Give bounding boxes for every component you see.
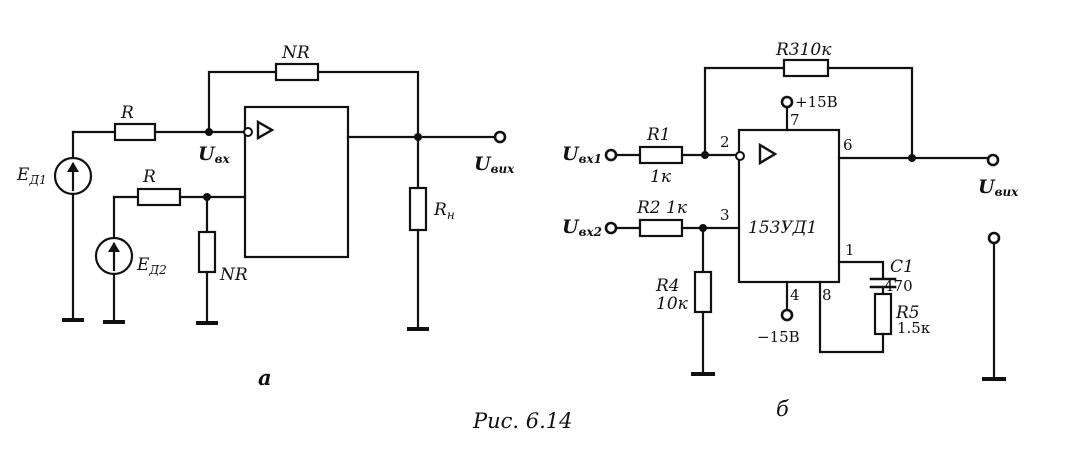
label-b-r2: R2 1к [636, 198, 688, 218]
label-b-c1-value: 470 [884, 277, 913, 295]
opamp-b-invert-bubble [735, 151, 745, 161]
label-b-supply-neg: −15B [757, 328, 800, 346]
resistor-b-r4 [693, 270, 713, 314]
label-b-output: Uвих [978, 176, 1019, 199]
label-b-pin1: 1 [845, 241, 855, 259]
circuit-b: 153УД1 [562, 40, 1019, 421]
output-terminal-b [986, 153, 1000, 167]
resistor-a-nr-ground [197, 230, 217, 274]
resistor-b-r2 [638, 218, 684, 238]
label-b-chip: 153УД1 [748, 218, 817, 238]
label-a-input: Uвх [198, 143, 230, 166]
opamp-a-symbol [256, 119, 275, 141]
label-a-subfigure: а [258, 365, 272, 390]
label-b-r4-value: 10к [656, 294, 689, 314]
label-a-r2: R [142, 167, 156, 187]
resistor-a-nr-feedback [274, 62, 320, 82]
label-b-pin4: 4 [790, 286, 800, 304]
input-terminal-b-2 [604, 221, 618, 235]
label-a-output: Uвих [474, 153, 515, 176]
resistor-a-load [408, 186, 428, 232]
label-b-r4-name: R4 [655, 276, 680, 296]
figure-caption: Рис. 6.14 [472, 409, 573, 433]
label-b-feedback: R310к [775, 40, 832, 60]
resistor-b-r1 [638, 145, 684, 165]
label-a-r1: R [120, 103, 134, 123]
supply-pos-terminal [780, 95, 794, 109]
label-b-pin3: 3 [720, 206, 730, 224]
resistor-a-r1 [113, 122, 157, 142]
opamp-b-symbol [758, 142, 778, 166]
label-b-pin6: 6 [843, 136, 853, 154]
label-b-r5-value: 1.5к [897, 319, 931, 337]
label-a-source-1: EД1 [16, 165, 47, 187]
label-b-pin2: 2 [720, 133, 730, 151]
label-b-input-2: Uвх2 [562, 216, 602, 239]
resistor-b-r5 [873, 292, 893, 336]
label-a-nr-ground: NR [219, 265, 248, 285]
label-b-subfigure: б [776, 397, 789, 421]
label-b-input-1: Uвх1 [562, 143, 602, 166]
label-b-r5-name: R5 [895, 303, 920, 323]
resistor-b-feedback [782, 58, 830, 78]
label-b-r1-value: 1к [650, 167, 672, 187]
output-terminal-a [493, 130, 507, 144]
label-b-pin7: 7 [790, 111, 800, 129]
circuit-a: NR R R NR Uвх Uвих EД1 EД2 Rн а [16, 43, 515, 390]
label-b-pin8: 8 [822, 286, 832, 304]
label-a-load: Rн [433, 200, 455, 222]
supply-neg-terminal [780, 308, 794, 322]
input-terminal-b-1 [604, 148, 618, 162]
label-b-r1-name: R1 [646, 125, 671, 145]
output-ground-terminal [987, 231, 1001, 245]
label-a-source-2: EД2 [136, 255, 167, 277]
label-b-supply-pos: +15B [795, 93, 838, 111]
label-a-nr-feedback: NR [281, 43, 310, 63]
opamp-a-body [243, 105, 350, 259]
opamp-b-chip [737, 128, 841, 284]
resistor-a-r2 [136, 187, 182, 207]
label-b-c1-name: C1 [890, 257, 914, 277]
opamp-a-invert-bubble [243, 127, 253, 137]
